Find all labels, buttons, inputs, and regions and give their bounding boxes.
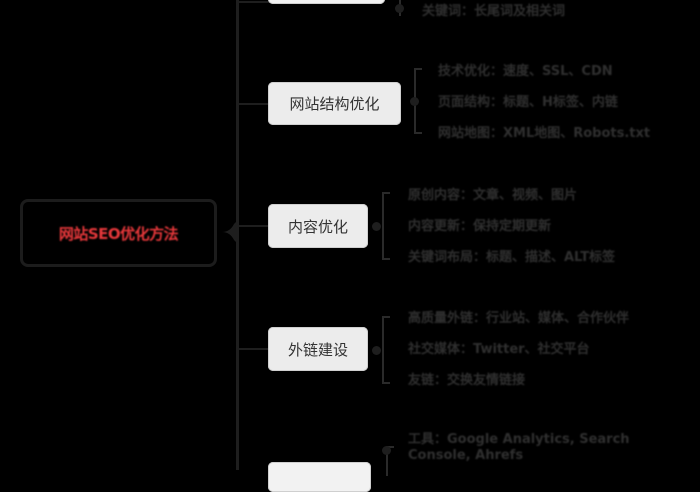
leaf-3-0: 高质量外链：行业站、媒体、合作伙伴 xyxy=(408,311,630,326)
branch-node-backlinks[interactable]: 外链建设 xyxy=(268,327,368,371)
leaf-2-0: 原创内容：文章、视频、图片 xyxy=(408,188,578,203)
branch-2-connector xyxy=(238,225,270,227)
leaf-3-1: 社交媒体：Twitter、社交平台 xyxy=(408,342,590,357)
branch-node-website-structure[interactable]: 网站结构优化 xyxy=(268,82,401,125)
leaf-bracket-3 xyxy=(372,316,390,384)
leaf-bracket-2 xyxy=(372,192,390,260)
leaf-2-1: 内容更新：保持定期更新 xyxy=(408,219,552,234)
root-node[interactable]: 网站SEO优化方法 xyxy=(20,199,217,267)
leaf-3-2: 友链：交换友情链接 xyxy=(408,373,526,388)
branch-3-connector xyxy=(238,348,270,350)
trunk-connector xyxy=(236,0,239,470)
leaf-bracket-4 xyxy=(382,446,394,476)
leaf-bracket-1 xyxy=(410,68,422,134)
branch-1-label: 网站结构优化 xyxy=(289,95,380,113)
branch-node-content[interactable]: 内容优化 xyxy=(268,204,368,248)
mind-map-canvas: 网站SEO优化方法 关键词：长尾词及相关词 网站结构优化 xyxy=(20,0,651,492)
leaf-bracket-0 xyxy=(395,0,407,16)
branch-node-0[interactable] xyxy=(268,0,385,4)
branch-0-connector xyxy=(238,1,270,3)
branch-node-4[interactable] xyxy=(268,462,371,492)
branch-1-connector xyxy=(238,103,270,105)
leaf-2-2: 关键词布局：标题、描述、ALT标签 xyxy=(408,250,616,265)
branch-3-label: 外链建设 xyxy=(287,340,348,359)
leaf-0-0: 关键词：长尾词及相关词 xyxy=(422,4,566,19)
leaf-1-1: 页面结构：标题、H标签、内链 xyxy=(438,95,618,110)
root-label: 网站SEO优化方法 xyxy=(58,224,179,243)
leaf-4-0: 工具：Google Analytics, Search Console, Ahr… xyxy=(408,432,630,463)
root-connector-icon xyxy=(222,222,236,242)
branch-2-label: 内容优化 xyxy=(287,217,348,236)
leaf-1-2: 网站地图：XML地图、Robots.txt xyxy=(438,126,651,141)
leaf-1-0: 技术优化：速度、SSL、CDN xyxy=(438,64,613,79)
